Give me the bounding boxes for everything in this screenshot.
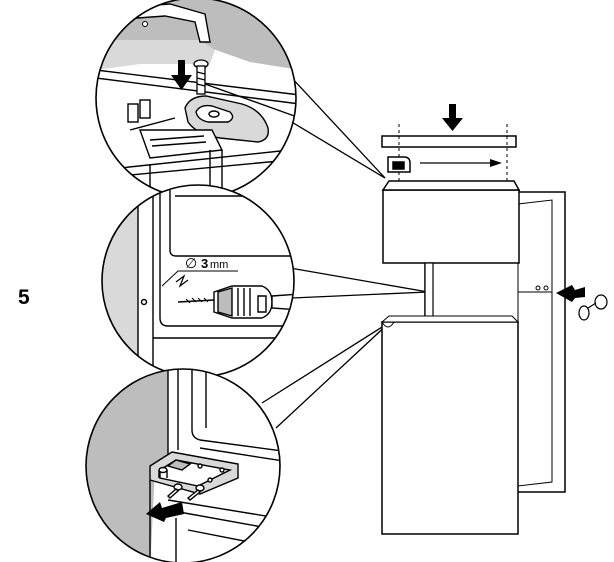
upper-door-panel bbox=[382, 189, 520, 264]
drill-dimension: ∅ 3 mm bbox=[161, 255, 238, 288]
drill-size: 3 bbox=[201, 256, 208, 271]
detail-circle-middle: ∅ 3 mm bbox=[101, 184, 295, 378]
screw-icon bbox=[166, 483, 205, 501]
lower-door-panel bbox=[381, 321, 519, 535]
screw-icon bbox=[193, 59, 209, 95]
detail-circle-top bbox=[95, 0, 297, 199]
insert-arrow-icon bbox=[146, 502, 184, 522]
cabinet-hole bbox=[535, 285, 541, 291]
fridge-assembly bbox=[380, 135, 566, 535]
right-arrow-icon bbox=[420, 159, 502, 167]
cap-icon bbox=[578, 294, 608, 321]
guide-lines bbox=[398, 124, 508, 182]
top-plate bbox=[381, 135, 517, 148]
hinge-bracket-icon bbox=[387, 156, 411, 173]
drill-unit: mm bbox=[210, 259, 228, 271]
cabinet-hole bbox=[543, 285, 549, 291]
diameter-symbol: ∅ bbox=[185, 255, 197, 271]
step-number: 5 bbox=[18, 286, 30, 309]
down-arrow-icon bbox=[171, 60, 192, 90]
insert-arrow-icon bbox=[556, 285, 585, 302]
cabinet-hole bbox=[142, 21, 148, 27]
detail-circle-bottom bbox=[85, 368, 281, 562]
down-arrow-icon bbox=[442, 104, 463, 131]
